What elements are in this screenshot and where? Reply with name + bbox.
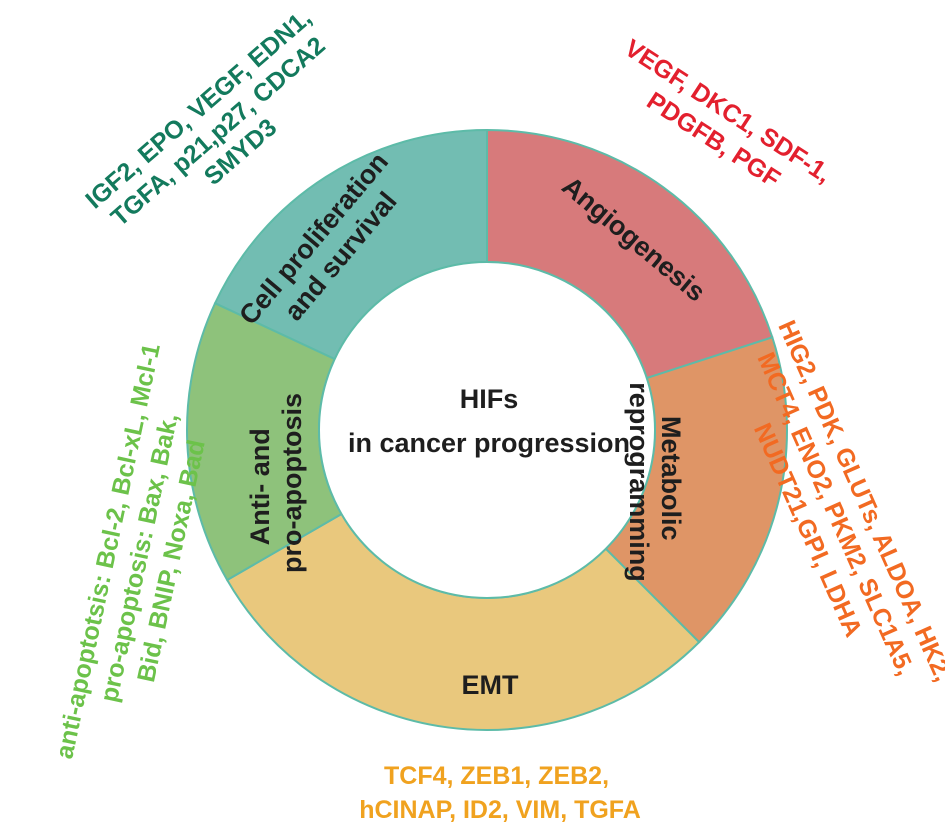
- center-title: HIFs in cancer progression: [348, 384, 630, 458]
- center-disc: [318, 261, 656, 599]
- segment-label-metabolic: Metabolic reprogramming: [624, 382, 686, 582]
- genes-emt: TCF4, ZEB1, ZEB2, hCINAP, ID2, VIM, TGFA: [359, 762, 641, 824]
- segment-label-emt: EMT: [462, 670, 520, 700]
- center-title-line-2: in cancer progression: [348, 428, 630, 458]
- center-title-line-1: HIFs: [460, 384, 519, 414]
- segment-label-apoptosis: Anti- and pro-apoptosis: [245, 393, 307, 573]
- ring: [186, 128, 788, 731]
